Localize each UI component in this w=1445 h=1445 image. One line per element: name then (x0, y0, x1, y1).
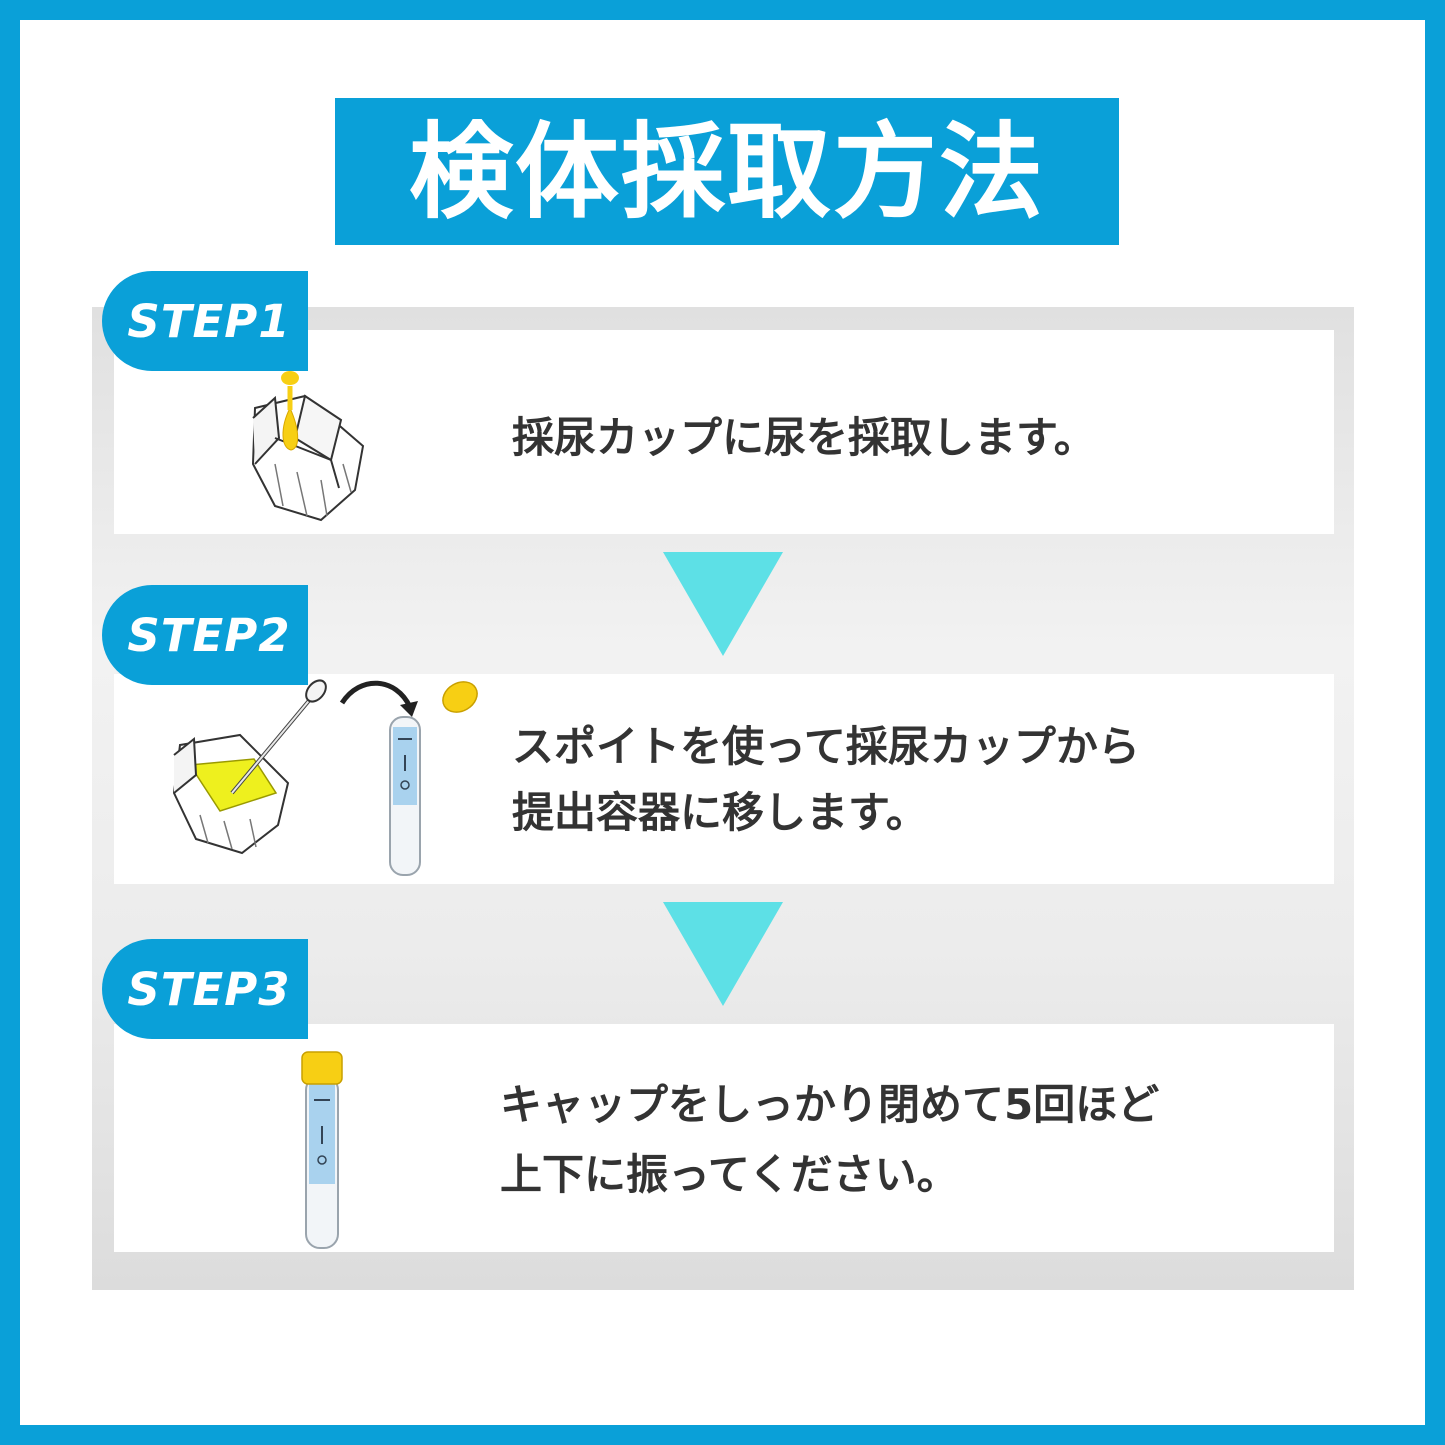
step1-badge-label: STEP1 (127, 294, 291, 348)
step2-instruction-line2: 提出容器に移します。 (512, 788, 928, 837)
sample-tube-icon (301, 1051, 343, 1249)
step3-badge: STEP3 (102, 939, 308, 1039)
step1-badge: STEP1 (102, 271, 308, 371)
arrow-down-icon (663, 552, 783, 656)
step2-instruction-line1: スポイトを使って採尿カップから (512, 722, 1140, 771)
urine-cup-icon (251, 371, 365, 522)
step2-badge-label: STEP2 (127, 608, 291, 662)
step2-card (114, 674, 1334, 884)
arrow-down-icon (663, 902, 783, 1006)
step2-badge: STEP2 (102, 585, 308, 685)
step3-instruction-line1: キャップをしっかり閉めて5回ほど (500, 1080, 1160, 1129)
page-title: 検体採取方法 (408, 110, 1045, 233)
step3-badge-label: STEP3 (127, 962, 291, 1016)
step1-instruction: 採尿カップに尿を採取します。 (512, 413, 1096, 462)
step3-instruction-line2: 上下に振ってください。 (500, 1150, 959, 1199)
title-banner: 検体採取方法 (335, 98, 1119, 245)
pipette-transfer-icon (172, 679, 478, 876)
